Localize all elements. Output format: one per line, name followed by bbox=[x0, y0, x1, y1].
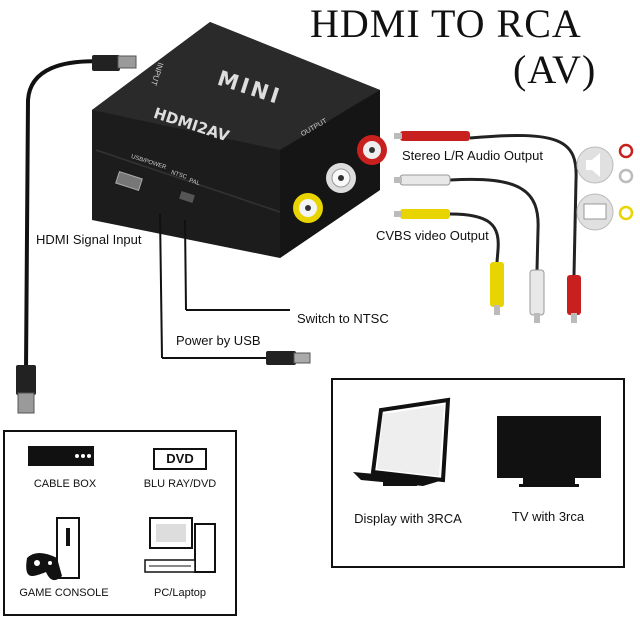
title-line2: (AV) bbox=[513, 47, 597, 92]
audio-color-dots-icon bbox=[618, 143, 634, 184]
usb-plug-icon bbox=[266, 351, 311, 365]
callout-cvbs-video: CVBS video Output bbox=[376, 228, 489, 243]
monitor-icon bbox=[353, 397, 451, 486]
source-label-pc: PC/Laptop bbox=[154, 587, 206, 599]
dvd-badge: DVD bbox=[166, 451, 194, 466]
callout-switch-ntsc: Switch to NTSC bbox=[297, 311, 389, 326]
displays-panel: Display with 3RCA TV with 3rca bbox=[331, 378, 625, 568]
hdmi-plug-top bbox=[92, 55, 137, 71]
speaker-icon bbox=[576, 146, 614, 184]
rca-cable-red bbox=[394, 131, 581, 323]
hdmi-plug-bottom bbox=[16, 365, 36, 414]
title-line1: HDMI TO RCA bbox=[310, 1, 582, 46]
rca-cable-white bbox=[394, 174, 545, 323]
video-color-dot-icon bbox=[618, 205, 634, 221]
pc-icon bbox=[144, 517, 216, 573]
rca-jack-red bbox=[357, 135, 387, 165]
rca-jack-yellow bbox=[293, 193, 323, 223]
hdmi2av-device bbox=[92, 22, 387, 258]
tv-icon bbox=[497, 416, 601, 487]
rca-jack-white bbox=[326, 163, 356, 193]
rca-cable-yellow bbox=[394, 209, 504, 315]
source-label-game-console: GAME CONSOLE bbox=[19, 587, 109, 599]
cable-box-icon bbox=[28, 446, 94, 466]
display-label-tv: TV with 3rca bbox=[511, 509, 585, 524]
source-label-bluray: BLU RAY/DVD bbox=[143, 478, 217, 490]
source-label-cable-box: CABLE BOX bbox=[33, 478, 97, 490]
callout-power-usb: Power by USB bbox=[176, 333, 261, 348]
display-label-monitor: Display with 3RCA bbox=[354, 511, 462, 526]
game-console-icon bbox=[26, 517, 80, 581]
callout-hdmi-input: HDMI Signal Input bbox=[36, 232, 142, 247]
dvd-icon bbox=[153, 448, 207, 470]
tv-small-icon bbox=[576, 193, 614, 231]
sources-panel: DVD CABLE BOX BLU RAY/DVD GAME CONSOLE P… bbox=[3, 430, 237, 616]
callout-stereo-audio: Stereo L/R Audio Output bbox=[402, 148, 543, 163]
